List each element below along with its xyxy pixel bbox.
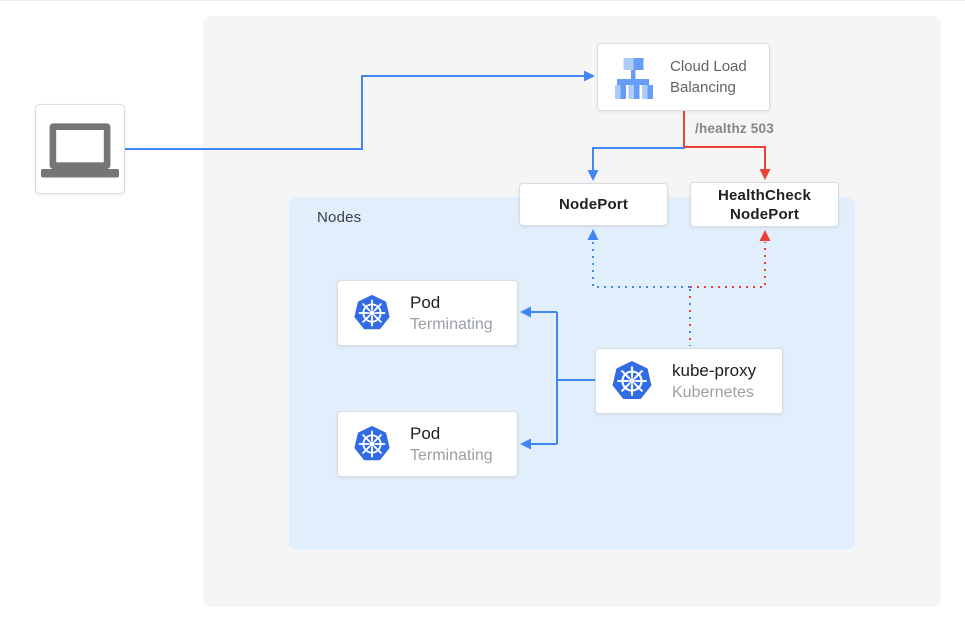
kube-proxy-subtitle: Kubernetes: [672, 383, 754, 401]
healthcheck-nodeport-label: HealthCheck NodePort: [717, 186, 812, 223]
client-device-node: [35, 104, 125, 194]
nodeport-node: NodePort: [519, 183, 668, 226]
nodeport-label: NodePort: [558, 196, 629, 213]
kubernetes-icon: [612, 361, 652, 400]
cloud-load-balancing-label: Cloud Load Balancing: [670, 58, 747, 96]
pod-title: Pod: [410, 423, 441, 443]
pod-title: Pod: [410, 292, 441, 312]
laptop-icon: [41, 123, 119, 178]
healthz-503-label: /healthz 503: [695, 121, 774, 136]
kubernetes-icon: [354, 294, 390, 330]
pod-node-1: Pod Terminating: [337, 280, 518, 346]
nodes-label: Nodes: [317, 209, 362, 226]
load-balancer-icon: [615, 58, 653, 99]
kube-proxy-node: kube-proxy Kubernetes: [595, 348, 783, 414]
kube-proxy-title: kube-proxy: [672, 360, 757, 380]
kubernetes-icon: [354, 425, 390, 461]
healthcheck-nodeport-node: HealthCheck NodePort: [690, 182, 839, 227]
pod-node-2: Pod Terminating: [337, 411, 518, 477]
cloud-load-balancing-node: Cloud Load Balancing: [597, 43, 770, 111]
pod-status: Terminating: [410, 315, 493, 333]
pod-status: Terminating: [410, 446, 493, 464]
